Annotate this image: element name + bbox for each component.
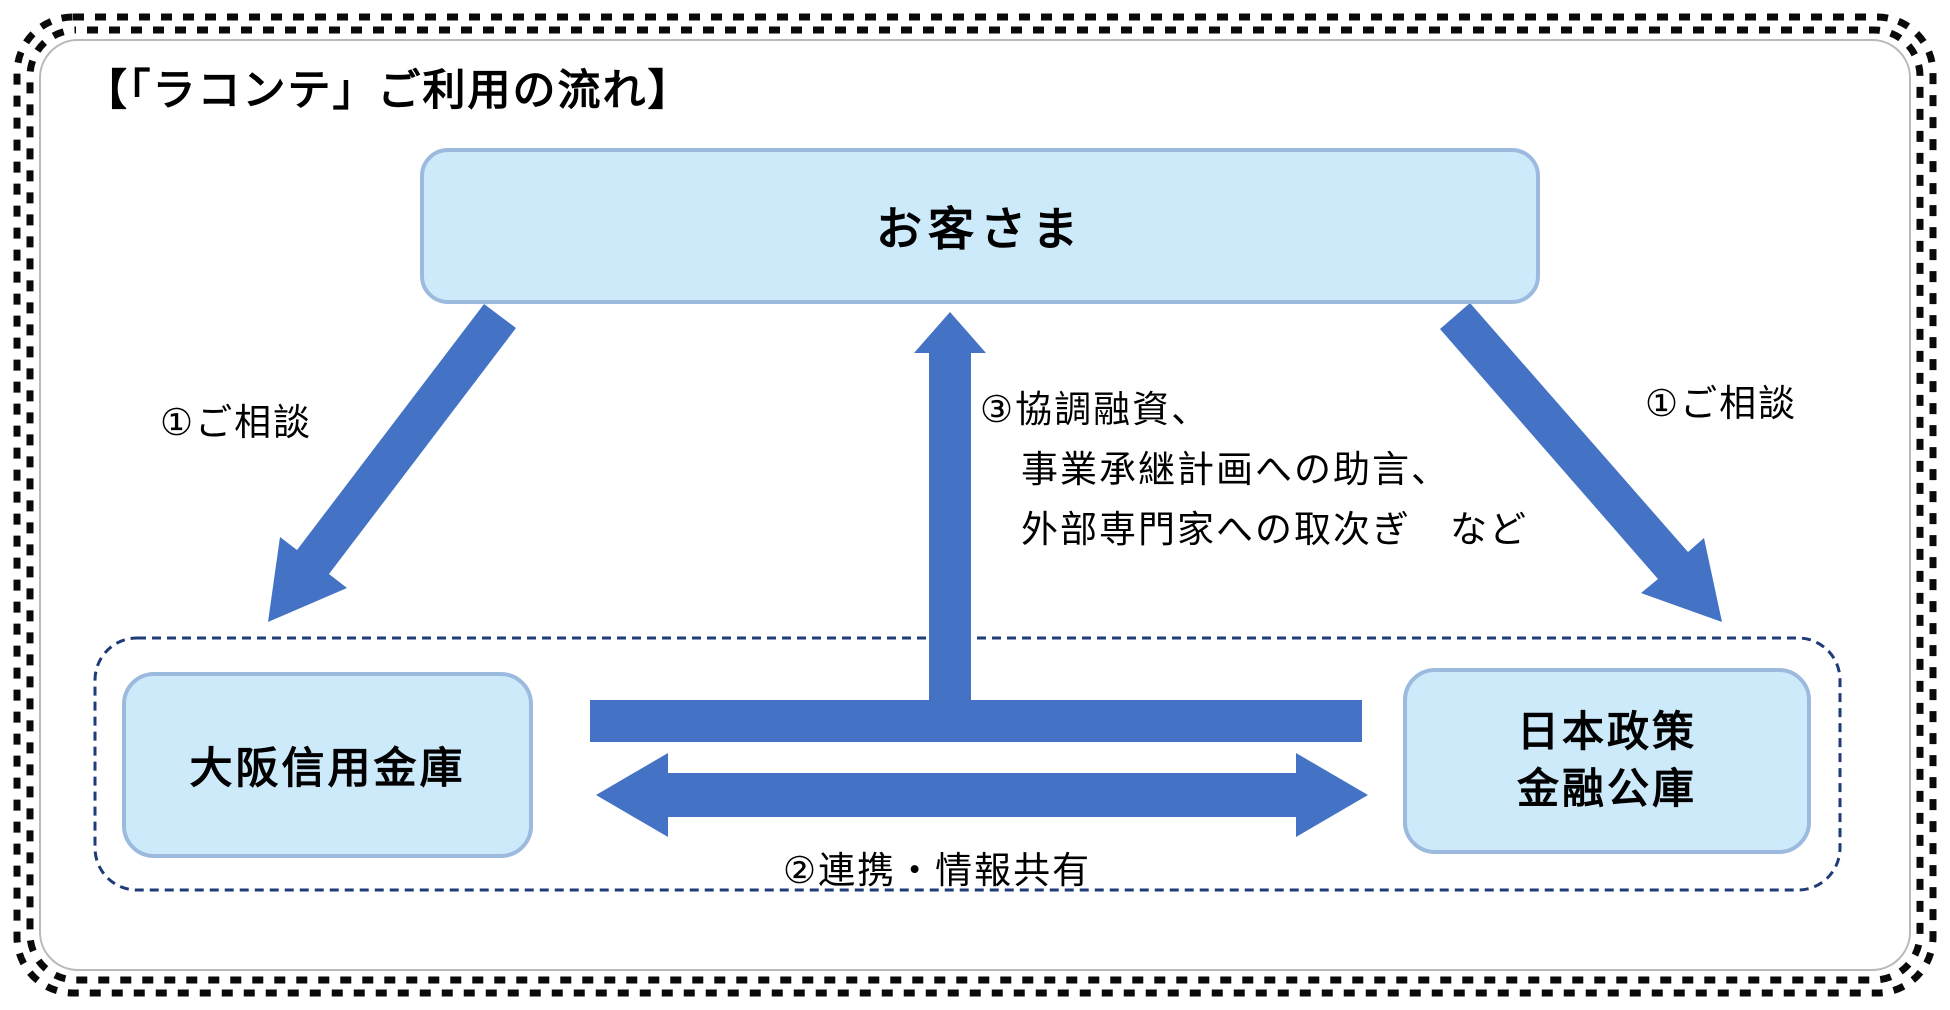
label-support-line1: ③協調融資、	[980, 389, 1211, 430]
label-support-line3: 外部専門家への取次ぎ など	[1021, 509, 1528, 550]
label-support-block: ③協調融資、 事業承継計画への助言、 外部専門家への取次ぎ など	[980, 380, 1528, 560]
page-title: 【「ラコンテ」ご利用の流れ】	[84, 67, 693, 115]
label-support-line2: 事業承継計画への助言、	[1021, 449, 1450, 490]
outer-frame-border-inner-icon	[26, 26, 1924, 984]
outer-frame-shadow-line	[39, 39, 1911, 971]
label-cooperation: ②連携・情報共有	[783, 850, 1092, 891]
node-jfc-label: 日本政策 金融公庫	[1517, 704, 1697, 817]
node-jfc-label-line1: 日本政策	[1516, 708, 1697, 756]
label-consult-left: ①ご相談	[160, 402, 313, 443]
label-consult-right: ①ご相談	[1645, 383, 1798, 424]
node-osaka-shinkin-bank: 大阪信用金庫	[122, 672, 533, 858]
arrow-cooperation-bidirectional	[596, 753, 1368, 837]
node-osaka-shinkin-label: 大阪信用金庫	[189, 745, 466, 793]
node-customer-label: お客さま	[876, 203, 1084, 255]
arrow-consult-left	[268, 304, 516, 622]
node-jfc-label-line2: 金融公庫	[1516, 765, 1697, 812]
arrow-consult-right	[1440, 303, 1722, 622]
node-customer: お客さま	[420, 148, 1540, 304]
outer-frame-border-icon	[13, 13, 1937, 997]
node-japan-finance-corporation: 日本政策 金融公庫	[1403, 668, 1811, 854]
